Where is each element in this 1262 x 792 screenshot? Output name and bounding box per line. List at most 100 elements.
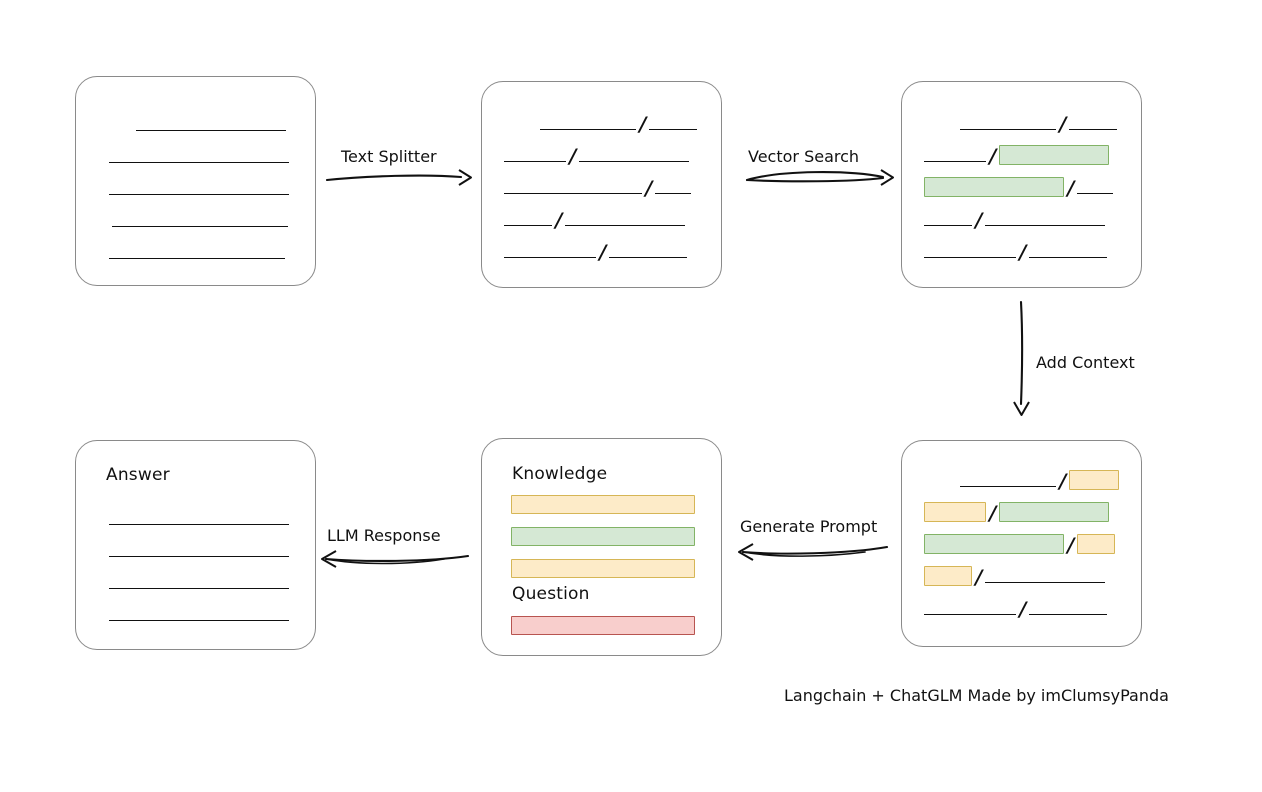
chunk-highlight-green	[924, 534, 1064, 554]
text-line	[109, 620, 289, 621]
text-line	[985, 225, 1106, 226]
text-line	[112, 226, 288, 227]
text-line	[924, 257, 1016, 258]
edge-label-generate-prompt: Generate Prompt	[740, 517, 878, 536]
chunk-highlight-green	[924, 177, 1064, 197]
doc-row	[76, 177, 315, 199]
knowledge-bar	[511, 527, 695, 546]
text-line	[109, 524, 289, 525]
answer-row	[76, 507, 315, 529]
slash-separator: /	[989, 144, 997, 168]
slash-separator: /	[645, 176, 653, 200]
chunk-row: /	[902, 597, 1141, 619]
node-source-document[interactable]	[75, 76, 316, 286]
arrow-vector-search	[745, 169, 894, 186]
text-line	[960, 486, 1056, 487]
chunk-row: /	[902, 469, 1141, 491]
doc-row	[76, 241, 315, 263]
arrow-generate-prompt	[738, 543, 889, 561]
text-line	[504, 257, 596, 258]
chunk-row: /	[902, 533, 1141, 555]
text-line	[109, 588, 289, 589]
chunk-row: /	[482, 240, 721, 262]
arrow-add-context	[1013, 300, 1030, 416]
arrow-llm-response	[321, 550, 470, 568]
answer-title: Answer	[106, 465, 170, 485]
slash-separator: /	[989, 501, 997, 525]
slash-separator: /	[1019, 597, 1027, 621]
slash-separator: /	[1067, 176, 1075, 200]
chunk-highlight-yellow	[1077, 534, 1116, 554]
text-line	[540, 129, 636, 130]
slash-separator: /	[1019, 240, 1027, 264]
chunk-row: /	[902, 176, 1141, 198]
text-line	[504, 225, 552, 226]
text-line	[1077, 193, 1114, 194]
footer-credit: Langchain + ChatGLM Made by imClumsyPand…	[784, 686, 1169, 705]
text-line	[924, 614, 1016, 615]
doc-row	[76, 209, 315, 231]
slash-separator: /	[639, 112, 647, 136]
question-bar	[511, 616, 695, 635]
node-split-chunks[interactable]: / / / / /	[481, 81, 722, 288]
text-line	[924, 161, 986, 162]
slash-separator: /	[1059, 469, 1067, 493]
answer-row	[76, 571, 315, 593]
chunk-highlight-yellow	[924, 566, 972, 586]
edge-label-text-splitter: Text Splitter	[341, 147, 437, 166]
text-line	[109, 556, 289, 557]
node-context-chunks[interactable]: / / / / /	[901, 440, 1142, 647]
slash-separator: /	[975, 208, 983, 232]
node-matched-chunks[interactable]: / / / / /	[901, 81, 1142, 288]
text-line	[960, 129, 1056, 130]
chunk-row: /	[482, 112, 721, 134]
chunk-highlight-green	[999, 502, 1110, 522]
chunk-row: /	[902, 144, 1141, 166]
text-line	[1029, 614, 1108, 615]
text-line	[924, 225, 972, 226]
node-answer[interactable]: Answer	[75, 440, 316, 650]
chunk-row: /	[482, 144, 721, 166]
chunk-highlight-yellow	[1069, 470, 1120, 490]
slash-separator: /	[569, 144, 577, 168]
chunk-row: /	[902, 501, 1141, 523]
text-line	[136, 130, 286, 131]
arrow-text-splitter	[325, 169, 472, 186]
answer-row	[76, 603, 315, 625]
slash-separator: /	[599, 240, 607, 264]
edge-label-vector-search: Vector Search	[748, 147, 860, 166]
doc-row	[76, 113, 315, 135]
text-line	[655, 193, 692, 194]
chunk-row: /	[902, 240, 1141, 262]
slash-separator: /	[1059, 112, 1067, 136]
text-line	[649, 129, 698, 130]
knowledge-bar	[511, 559, 695, 578]
text-line	[565, 225, 686, 226]
text-line	[1069, 129, 1118, 130]
question-title: Question	[512, 584, 590, 604]
answer-row	[76, 539, 315, 561]
text-line	[504, 193, 642, 194]
chunk-row: /	[482, 176, 721, 198]
slash-separator: /	[1067, 533, 1075, 557]
slash-separator: /	[555, 208, 563, 232]
knowledge-title: Knowledge	[512, 464, 608, 484]
text-line	[985, 582, 1106, 583]
edge-label-add-context: Add Context	[1036, 353, 1135, 372]
chunk-row: /	[902, 208, 1141, 230]
text-line	[1029, 257, 1108, 258]
slash-separator: /	[975, 565, 983, 589]
doc-row	[76, 145, 315, 167]
text-line	[609, 257, 688, 258]
text-line	[579, 161, 690, 162]
text-line	[109, 258, 285, 259]
node-prompt[interactable]: Knowledge Question	[481, 438, 722, 656]
knowledge-bar	[511, 495, 695, 514]
chunk-row: /	[902, 112, 1141, 134]
edge-label-llm-response: LLM Response	[327, 526, 441, 545]
text-line	[504, 161, 566, 162]
chunk-row: /	[482, 208, 721, 230]
chunk-row: /	[902, 565, 1141, 587]
chunk-highlight-green	[999, 145, 1110, 165]
